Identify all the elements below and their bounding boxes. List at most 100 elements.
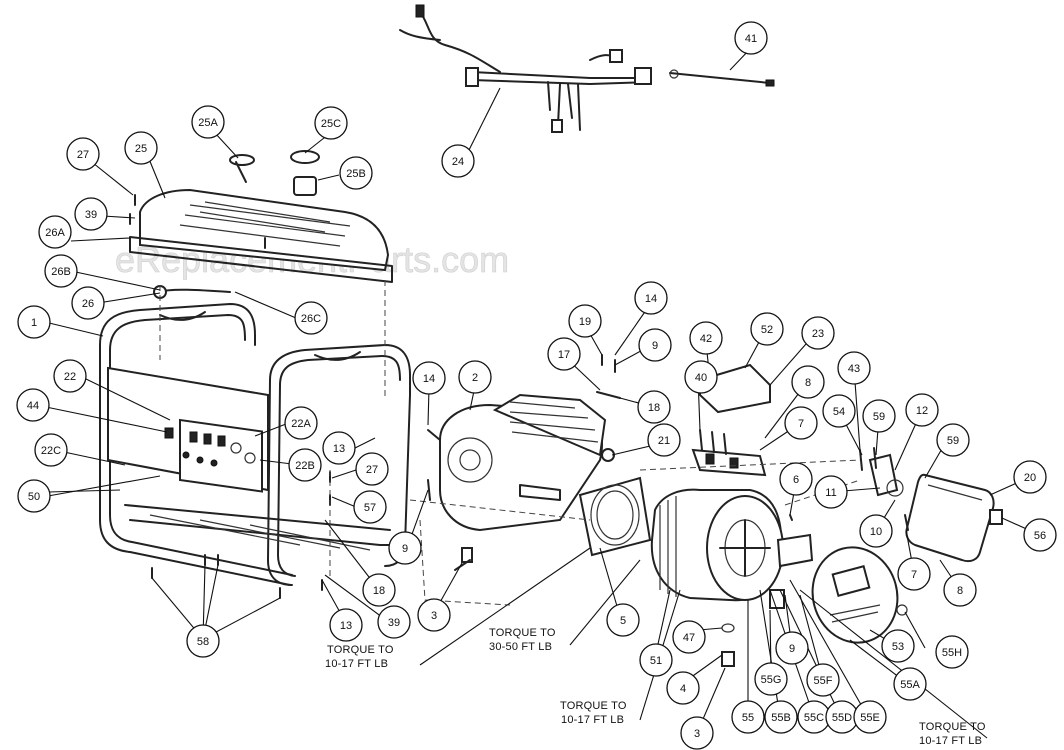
callout: 56 — [1023, 518, 1057, 552]
callout: 6 — [779, 462, 813, 496]
torque-note-2-line-2: 30-50 FT LB — [489, 641, 552, 653]
svg-text:50: 50 — [28, 491, 40, 503]
torque-notes: TORQUE TO 10-17 FT LB TORQUE TO 30-50 FT… — [325, 627, 986, 747]
callout: 26C — [294, 301, 328, 335]
svg-text:56: 56 — [1034, 530, 1046, 542]
callout: 9 — [638, 328, 672, 362]
svg-text:39: 39 — [388, 617, 400, 629]
callout: 55F — [806, 663, 840, 697]
svg-text:13: 13 — [333, 443, 345, 455]
torque-note-1-line-2: 10-17 FT LB — [325, 658, 388, 670]
svg-text:26: 26 — [82, 298, 94, 310]
svg-text:55G: 55G — [761, 674, 782, 686]
callout: 8 — [943, 573, 977, 607]
callout: 39 — [377, 605, 411, 639]
callout: 1 — [17, 305, 51, 339]
svg-text:7: 7 — [911, 569, 917, 581]
svg-text:10: 10 — [870, 526, 882, 538]
svg-text:25B: 25B — [346, 168, 366, 180]
callout: 55 — [731, 700, 765, 734]
svg-text:57: 57 — [364, 502, 376, 514]
svg-text:13: 13 — [340, 620, 352, 632]
svg-text:26B: 26B — [51, 266, 71, 278]
svg-text:26A: 26A — [45, 227, 65, 239]
svg-text:55: 55 — [742, 712, 754, 724]
callout: 17 — [547, 337, 581, 371]
callout: 22A — [284, 406, 318, 440]
svg-text:55D: 55D — [832, 712, 852, 724]
svg-text:53: 53 — [892, 641, 904, 653]
svg-text:9: 9 — [652, 340, 658, 352]
callout: 13 — [322, 431, 356, 465]
callout: 55C — [797, 700, 831, 734]
svg-text:55H: 55H — [942, 647, 962, 659]
svg-text:5: 5 — [620, 615, 626, 627]
callout: 4 — [666, 671, 700, 705]
end-cover — [811, 546, 908, 644]
callout: 12 — [905, 393, 939, 427]
callout: 22C — [34, 433, 68, 467]
svg-text:58: 58 — [197, 636, 209, 648]
callout: 54 — [822, 394, 856, 428]
callout: 55G — [754, 662, 788, 696]
svg-text:59: 59 — [873, 411, 885, 423]
callout: 2 — [458, 360, 492, 394]
callout: 53 — [881, 629, 915, 663]
svg-text:54: 54 — [833, 406, 845, 418]
callout: 55D — [825, 700, 859, 734]
callout: 5 — [606, 603, 640, 637]
torque-note-4-line-1: TORQUE TO — [919, 721, 986, 733]
svg-text:42: 42 — [700, 333, 712, 345]
callout: 58 — [186, 624, 220, 658]
torque-note-2-line-1: TORQUE TO — [489, 627, 556, 639]
callout: 14 — [634, 281, 668, 315]
svg-text:14: 14 — [645, 293, 657, 305]
svg-text:43: 43 — [848, 363, 860, 375]
callout: 22 — [53, 359, 87, 393]
svg-text:40: 40 — [695, 372, 707, 384]
callout: 13 — [329, 608, 363, 642]
callout: 3 — [680, 716, 714, 750]
callout: 57 — [353, 490, 387, 524]
callout: 27 — [355, 452, 389, 486]
svg-text:27: 27 — [77, 149, 89, 161]
callout: 47 — [672, 620, 706, 654]
torque-note-3-line-1: TORQUE TO — [560, 700, 627, 712]
svg-text:6: 6 — [793, 474, 799, 486]
svg-text:24: 24 — [452, 156, 464, 168]
svg-text:27: 27 — [366, 464, 378, 476]
callout: 25C — [314, 106, 348, 140]
torque-note-4-line-2: 10-17 FT LB — [919, 735, 982, 747]
svg-text:22A: 22A — [291, 418, 311, 430]
callout: 23 — [801, 316, 835, 350]
svg-text:22B: 22B — [295, 460, 315, 472]
svg-text:59: 59 — [947, 435, 959, 447]
svg-text:4: 4 — [680, 683, 686, 695]
engine — [427, 393, 615, 563]
svg-text:19: 19 — [579, 316, 591, 328]
svg-text:3: 3 — [431, 610, 437, 622]
svg-text:52: 52 — [761, 324, 773, 336]
svg-text:7: 7 — [798, 418, 804, 430]
callout: 26 — [71, 286, 105, 320]
torque-note-3-line-2: 10-17 FT LB — [561, 714, 624, 726]
svg-text:14: 14 — [423, 373, 435, 385]
callout: 10 — [859, 514, 893, 548]
wiring-harness — [399, 4, 652, 133]
svg-text:55A: 55A — [900, 679, 920, 691]
callout: 11 — [814, 475, 848, 509]
svg-text:25C: 25C — [321, 118, 341, 130]
callout: 51 — [639, 643, 673, 677]
svg-text:22C: 22C — [41, 445, 61, 457]
svg-text:8: 8 — [957, 585, 963, 597]
callout: 14 — [412, 361, 446, 395]
callout: 40 — [684, 360, 718, 394]
svg-text:1: 1 — [31, 317, 37, 329]
callout: 7 — [897, 557, 931, 591]
callout: 43 — [837, 351, 871, 385]
callout: 18 — [362, 573, 396, 607]
svg-text:18: 18 — [373, 585, 385, 597]
svg-text:55C: 55C — [804, 712, 824, 724]
torque-note-1-line-1: TORQUE TO — [327, 644, 394, 656]
